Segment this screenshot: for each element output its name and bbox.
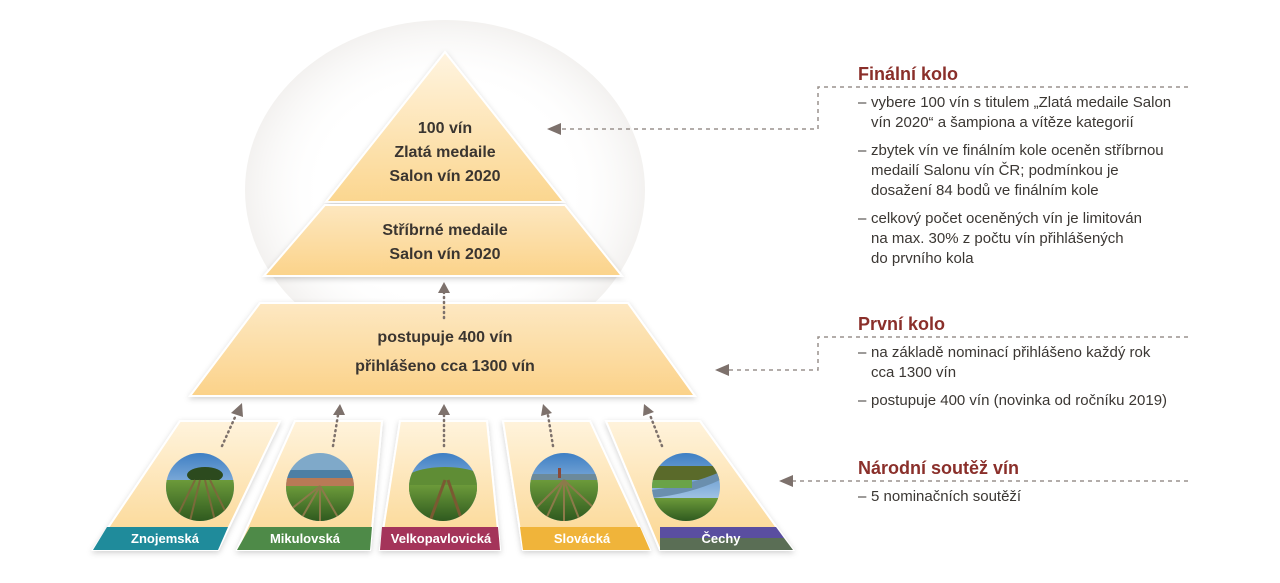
bullet-line: postupuje 400 vín (novinka od ročníku 20… [871,392,1168,409]
bullet-line: dosažení 84 bodů ve finálním kole [871,182,1099,199]
gold-tier-line: Zlatá medaile [394,144,496,161]
connector-final-round [560,86,1188,130]
bullet-item: na základě nominací přihlášeno každý rok… [858,343,1167,383]
gold-tier-text: 100 vín Zlatá medaile Salon vín 2020 [345,117,545,189]
arrow-up-icon [643,404,654,416]
connector-first-round [728,336,1188,371]
bullet-line: vín 2020“ a šampiona a vítěze kategorií [871,114,1134,131]
bullet-line: celkový počet oceněných vín je limitován [871,210,1142,227]
region-label-bar-bottom [660,538,793,550]
gold-tier-line: 100 vín [417,120,473,137]
pyramid-silver-tier [261,204,625,277]
region-label-bar [520,527,650,550]
bullet-line: cca 1300 vín [871,364,957,381]
arrow-left-icon [715,364,729,376]
bullet-line: na max. 30% z počtu vín přihlášených [871,230,1124,247]
first-round-line: postupuje 400 vín [377,329,513,346]
silver-tier-line: Stříbrné medaile [382,222,508,239]
region-photo-slovacka [530,453,598,521]
region-photo-cechy [652,453,720,521]
region-label-slovacka: Slovácká [553,531,611,546]
region-label-mikulovska: Mikulovská [269,531,341,546]
section-national-competition: Národní soutěž vín 5 nominačních soutěží [858,457,1021,507]
bullet-list: na základě nominací přihlášeno každý rok… [858,343,1167,411]
arrow-up-icon [231,403,243,417]
arrow-up-icon [438,404,450,415]
region-label-cechy: Čechy [701,531,741,546]
section-title: Národní soutěž vín [858,458,1020,478]
arrow-regions-to-first-round [220,290,664,448]
bullet-line: zbytek vín ve finálním kole oceněn stříb… [871,142,1164,159]
bullet-line: na základě nominací přihlášeno každý rok [871,344,1151,361]
bullet-item: 5 nominačních soutěží [858,487,1021,507]
gold-tier-line: Salon vín 2020 [389,168,501,185]
first-round-tier-text: postupuje 400 vín přihlášeno cca 1300 ví… [310,323,580,381]
bullet-list: vybere 100 vín s titulem „Zlatá medaile … [858,93,1171,269]
pyramid-first-round-tier [187,302,697,397]
section-title: Finální kolo [858,64,959,84]
section-title: První kolo [858,314,946,334]
arrow-up-icon [541,404,552,416]
bullet-line: vybere 100 vín s titulem „Zlatá medaile … [871,94,1172,111]
section-first-round: První kolo na základě nominací přihlášen… [858,313,1167,411]
region-photo-znojemska [166,453,234,521]
arrow-left-icon [779,475,793,487]
arrow-up-icon [438,282,450,293]
bullet-item: zbytek vín ve finálním kole oceněn stříb… [858,141,1171,201]
arrow-left-icon [547,123,561,135]
bullet-item: vybere 100 vín s titulem „Zlatá medaile … [858,93,1171,133]
region-label-velkopavlovicka: Velkopavlovická [390,531,492,546]
bullet-line: 5 nominačních soutěží [871,488,1022,505]
first-round-line: přihlášeno cca 1300 vín [355,358,535,375]
region-photo-mikulovska [286,453,354,521]
region-label-bar [380,527,500,550]
bullet-line: do prvního kola [871,250,974,267]
region-label-znojemska: Znojemská [131,531,199,546]
region-label-bar [237,527,372,550]
section-final-round: Finální kolo vybere 100 vín s titulem „Z… [858,63,1171,269]
bullet-item: postupuje 400 vín (novinka od ročníku 20… [858,391,1167,411]
silver-tier-text: Stříbrné medaile Salon vín 2020 [335,219,555,267]
bullet-item: celkový počet oceněných vín je limitován… [858,209,1171,269]
arrow-heads [231,282,654,417]
bullet-line: medailí Salonu vín ČR; podmínkou je [871,162,1119,179]
silver-tier-line: Salon vín 2020 [389,246,501,263]
bullet-list: 5 nominačních soutěží [858,487,1021,507]
arrow-up-icon [333,404,345,415]
pyramid-gold-tier [323,50,567,203]
region-label-bar-top [660,527,784,538]
region-label-bar [93,527,228,550]
